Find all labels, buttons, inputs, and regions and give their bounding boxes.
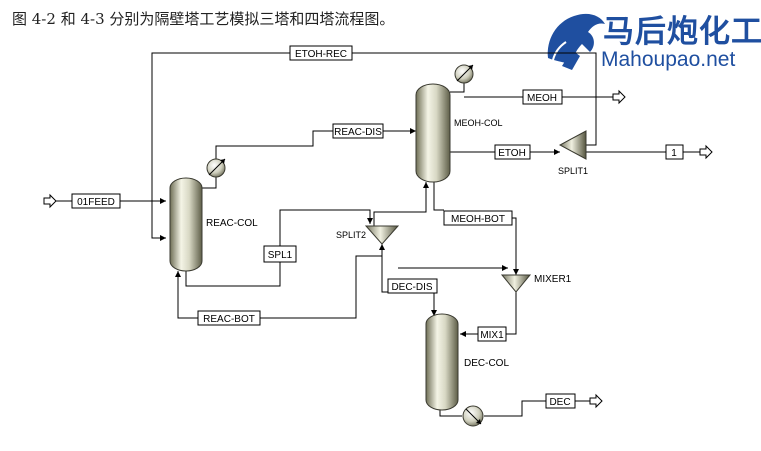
etoh-rec-label-box[interactable]: [289, 45, 353, 61]
arrowhead: [502, 265, 508, 271]
arrowhead: [160, 235, 166, 241]
arrowhead: [423, 182, 429, 188]
dec-reboiler-line: [439, 410, 462, 417]
meoh-col-label: MEOH-COL: [454, 118, 503, 128]
dec-dis-label-box[interactable]: [387, 278, 438, 294]
arrowhead: [513, 269, 519, 275]
arrowhead: [160, 198, 166, 204]
meoh-bot-label: MEOH-BOT: [451, 214, 505, 225]
arrowhead: [379, 244, 385, 250]
meoh-outlet-arrow-icon: [612, 89, 626, 105]
reac-condenser-line: [200, 176, 217, 189]
feed-label-box[interactable]: [71, 193, 121, 209]
product1-outlet-arrow-icon: [699, 144, 713, 160]
split2-block[interactable]: [364, 225, 400, 245]
meoh-bot-line-b: [512, 217, 517, 275]
reac-condenser-icon[interactable]: [206, 158, 226, 178]
arrowhead: [554, 149, 560, 155]
meoh-condenser-icon[interactable]: [454, 64, 474, 84]
dec-dis-label: DEC-DIS: [391, 282, 432, 293]
feed-inlet-arrow-icon: [43, 193, 57, 209]
meoh-label: MEOH: [527, 93, 557, 104]
mix1-label: MIX1: [480, 330, 504, 341]
split1-label: SPLIT1: [558, 166, 588, 176]
reac-bot-label-box[interactable]: [197, 310, 261, 326]
meoh-condenser-line: [450, 82, 465, 93]
feed-label: 01FEED: [77, 197, 115, 208]
reac-col-column[interactable]: [169, 177, 203, 272]
spl1-line-b: [279, 209, 371, 246]
reac-bot-line-b: [177, 271, 198, 319]
product1-label: 1: [671, 148, 677, 159]
etoh-rec-label: ETOH-REC: [295, 49, 347, 60]
dec-reboiler-icon[interactable]: [462, 405, 484, 427]
reac-dis-label-box[interactable]: [332, 123, 384, 139]
reac-col-label: REAC-COL: [206, 218, 258, 229]
arrowhead: [410, 128, 416, 134]
reac-bot-label: REAC-BOT: [203, 314, 255, 325]
reac-dis-label: REAC-DIS: [334, 127, 382, 138]
arrowhead: [175, 271, 181, 277]
spl1-line-a: [185, 262, 281, 287]
dec-label-box[interactable]: [545, 393, 576, 409]
product1-label-box[interactable]: [665, 144, 684, 160]
dec-label: DEC: [549, 397, 570, 408]
split2-label: SPLIT2: [336, 230, 366, 240]
dec-col-column[interactable]: [425, 313, 459, 411]
dec-col-label: DEC-COL: [464, 358, 509, 369]
logo-url-text: Mahoupao.net: [601, 48, 736, 71]
split2-to-meoh-line: [373, 182, 427, 230]
arrowhead: [367, 218, 373, 224]
dec-line-a: [484, 400, 546, 417]
meoh-col-column[interactable]: [415, 83, 451, 183]
mixer1-block[interactable]: [500, 274, 532, 293]
spl1-label: SPL1: [268, 250, 293, 261]
mix1-line-a: [506, 292, 517, 335]
etoh-label-box[interactable]: [494, 144, 531, 160]
etoh-rec-line: [151, 52, 597, 239]
reac-dis-line-a: [215, 130, 333, 160]
etoh-label: ETOH: [498, 148, 526, 159]
meoh-bot-line-a: [433, 182, 444, 211]
mix1-label-box[interactable]: [477, 326, 507, 342]
reac-bot-line-a: [260, 255, 382, 319]
arrowhead: [431, 310, 437, 316]
arrowhead: [460, 331, 466, 337]
dec-outlet-arrow-icon: [589, 393, 603, 409]
logo-chinese-text: 马后炮化工: [603, 14, 761, 50]
mixer1-label: MIXER1: [534, 274, 572, 285]
split1-block[interactable]: [558, 130, 587, 160]
split1-recycle-line: [586, 97, 597, 146]
spl1-label-box[interactable]: [263, 245, 297, 263]
dec-dis-line-b: [381, 290, 435, 316]
meoh-label-box[interactable]: [522, 89, 563, 105]
meoh-bot-label-box[interactable]: [443, 210, 513, 226]
figure-caption: 图 4-2 和 4-3 分别为隔壁塔工艺模拟三塔和四塔流程图。: [12, 10, 395, 28]
